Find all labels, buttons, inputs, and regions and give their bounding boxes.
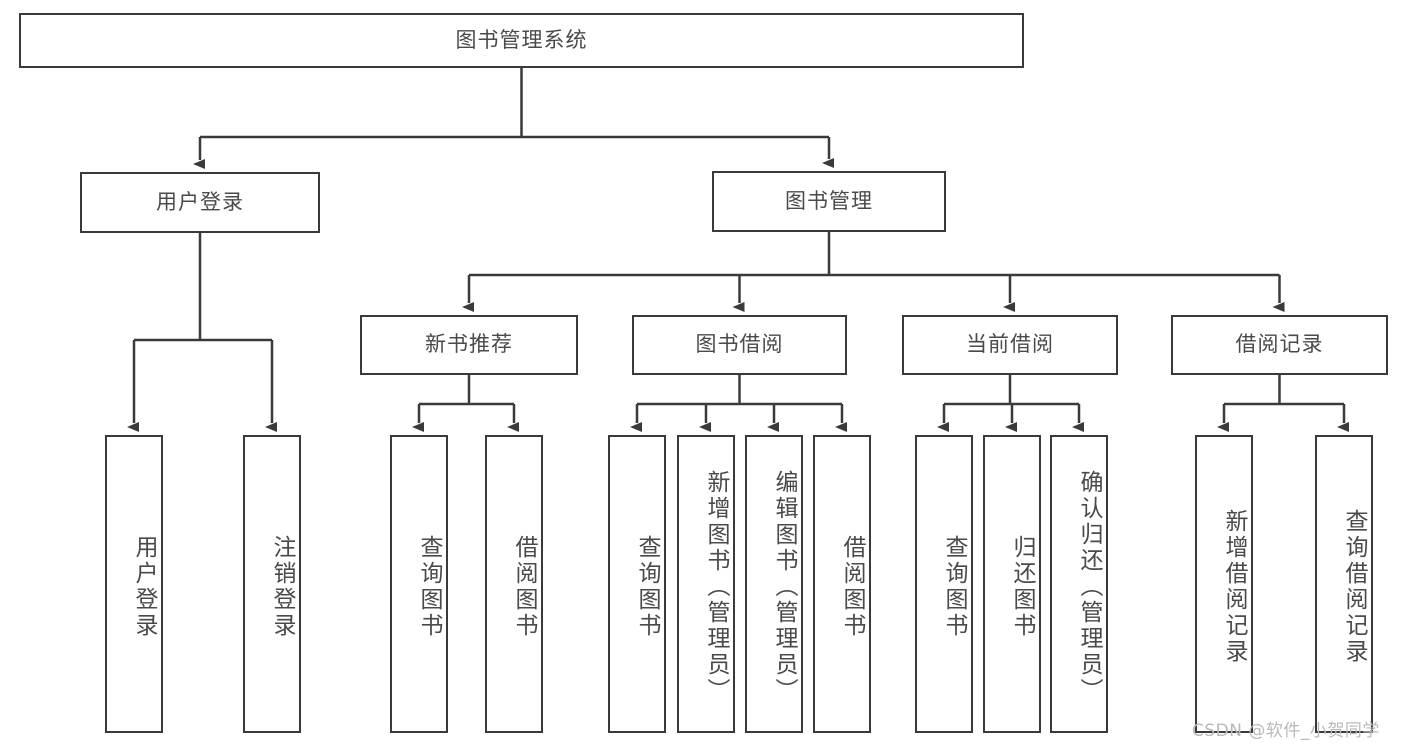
node-leaf-edit-book: 编辑图书（管理员）	[745, 435, 803, 733]
node-label: 当前借阅	[966, 332, 1054, 357]
node-leaf-return-book: 归还图书	[983, 435, 1041, 733]
node-leaf-query-book-rec: 查询图书	[390, 435, 448, 733]
node-book-manage: 图书管理	[712, 171, 946, 232]
node-leaf-add-book: 新增图书（管理员）	[677, 435, 735, 733]
node-label: 查询借阅记录	[1341, 509, 1367, 665]
node-label: 用户登录	[156, 189, 244, 214]
node-leaf-user-login: 用户登录	[105, 435, 163, 733]
node-label: 用户登录	[131, 535, 157, 639]
node-leaf-query-book-borrow: 查询图书	[608, 435, 666, 733]
node-label: 编辑图书（管理员）	[771, 470, 797, 704]
node-label: 借阅图书	[839, 535, 865, 639]
node-label: 图书管理	[785, 188, 873, 213]
node-borrow-record: 借阅记录	[1171, 315, 1388, 375]
node-label: 图书借阅	[695, 332, 784, 357]
node-book-borrow: 图书借阅	[632, 315, 847, 375]
node-new-book-rec: 新书推荐	[360, 315, 578, 375]
node-label: 查询图书	[941, 535, 967, 639]
node-label: 查询图书	[416, 535, 442, 639]
node-leaf-borrow-book: 借阅图书	[813, 435, 871, 733]
node-label: 注销登录	[269, 535, 295, 639]
node-leaf-query-book-cur: 查询图书	[915, 435, 973, 733]
node-label: 借阅记录	[1235, 332, 1324, 357]
node-label: 新增图书（管理员）	[703, 470, 729, 704]
node-leaf-confirm-return: 确认归还（管理员）	[1050, 435, 1108, 733]
node-label: 新书推荐	[425, 332, 513, 357]
csdn-watermark: CSDN @软件_小贺同学	[1192, 721, 1380, 741]
node-label: 归还图书	[1009, 535, 1035, 639]
node-label: 借阅图书	[511, 535, 537, 639]
node-leaf-borrow-book-rec: 借阅图书	[485, 435, 543, 733]
node-user-login: 用户登录	[80, 172, 320, 233]
node-current-borrow: 当前借阅	[902, 315, 1118, 375]
node-label: 查询图书	[634, 535, 660, 639]
node-label: 确认归还（管理员）	[1076, 470, 1102, 704]
node-leaf-query-record: 查询借阅记录	[1315, 435, 1373, 733]
node-root: 图书管理系统	[19, 13, 1024, 68]
node-leaf-logout: 注销登录	[243, 435, 301, 733]
node-leaf-add-record: 新增借阅记录	[1195, 435, 1253, 733]
node-label: 图书管理系统	[455, 27, 588, 52]
node-label: 新增借阅记录	[1221, 509, 1247, 665]
